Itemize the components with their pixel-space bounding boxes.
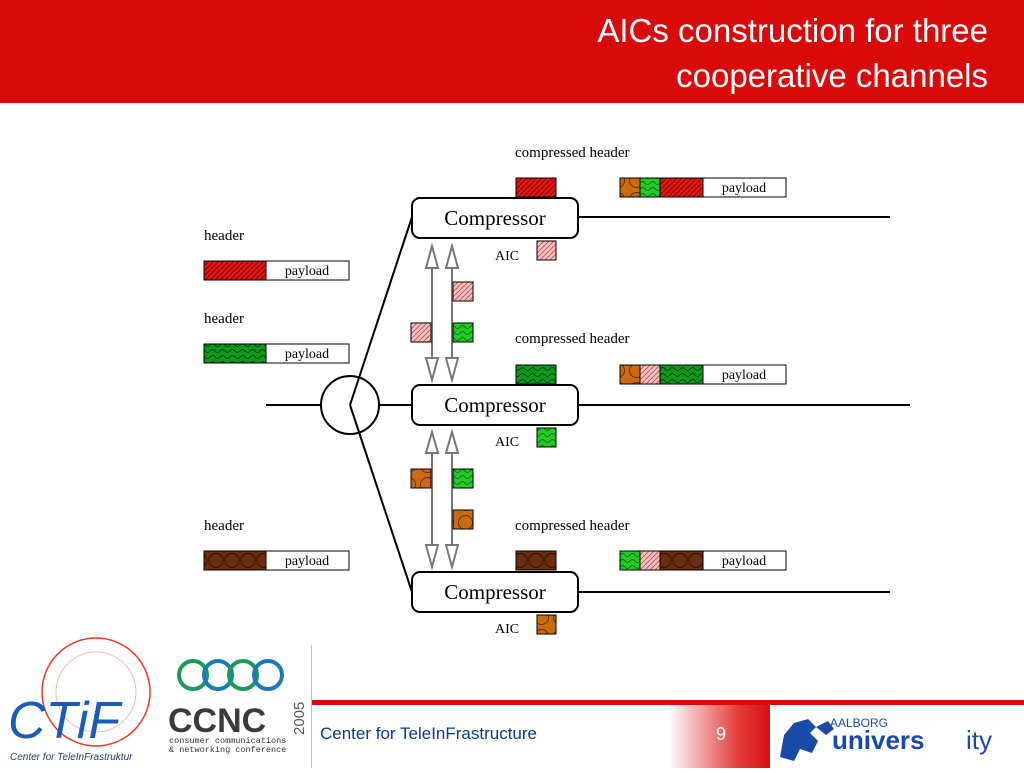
svg-text:CTiF: CTiF [8,692,123,750]
output-packet-top: payload [619,177,787,198]
compressor-bottom: Compressor [411,571,579,613]
svg-text:CCNC: CCNC [168,702,266,740]
compressed-header-label: compressed header [515,331,630,347]
svg-text:Compressor: Compressor [444,580,546,604]
aic-label: AIC [495,435,519,450]
compressor-middle: Compressor [411,384,579,426]
aic-label: AIC [495,622,519,637]
double-arrow-icon [424,242,460,571]
aic-packet-pink [452,281,474,302]
svg-text:& networking conference: & networking conference [169,745,286,755]
aic-packet-orange [452,509,474,530]
svg-text:Compressor: Compressor [444,206,546,230]
aic-box [536,427,557,448]
output-packet-bottom: payload [619,550,787,571]
aau-logo: AALBORG univers ity [770,705,1024,768]
svg-text:ity: ity [966,725,992,755]
svg-text:Compressor: Compressor [444,393,546,417]
header-label: header [204,518,244,534]
ccnc-logo: CCNC 2005 consumer communications & netw… [168,659,308,755]
payload-block [265,550,350,571]
footer-rule [312,700,1024,705]
ctif-logo: CTiF Center for TeleInFrastruktur [8,637,151,763]
footer-divider [311,645,312,768]
aic-packet-green [452,322,474,343]
svg-text:payload: payload [722,554,766,569]
aic-packet-green [452,468,474,489]
header-block-brown [203,550,267,571]
output-packet-middle: payload [619,364,787,385]
svg-text:AALBORG: AALBORG [830,716,888,730]
header-block-red [203,260,267,281]
page-number: 9 [716,724,727,744]
svg-text:univers: univers [832,725,925,755]
aic-packet-orange [410,468,432,489]
aic-box [536,240,557,261]
slide-title-line-2: cooperative channels [676,57,988,94]
horse-logo-icon [780,719,834,761]
header-label: header [204,228,244,244]
svg-text:Center for TeleInFrastruktur: Center for TeleInFrastruktur [10,752,133,763]
svg-text:payload: payload [722,181,766,196]
payload-block [265,343,350,364]
payload-block [265,260,350,281]
header-label: header [204,311,244,327]
svg-text:payload: payload [722,368,766,383]
compressed-header-block-red [515,177,557,198]
circle-logo-icon [41,637,151,747]
compressor-top: Compressor [411,197,579,239]
compressed-header-block-green [515,364,557,385]
svg-text:payload: payload [285,554,329,569]
slide-title-line-1: AICs construction for three [597,12,988,49]
svg-text:2005: 2005 [291,702,308,735]
compressed-header-block-brown [515,550,557,571]
svg-text:consumer communications: consumer communications [169,736,286,746]
aic-packet-pink [410,322,432,343]
aic-box [536,614,557,635]
compressed-header-label: compressed header [515,518,630,534]
svg-text:payload: payload [285,347,329,362]
aic-label: AIC [495,249,519,264]
title-bar [0,0,1024,103]
header-block-green [203,343,267,364]
svg-text:payload: payload [285,264,329,279]
compressed-header-label: compressed header [515,145,630,161]
rings-logo-icon [177,659,284,691]
footer-text: Center for TeleInFrastructure [320,724,537,743]
